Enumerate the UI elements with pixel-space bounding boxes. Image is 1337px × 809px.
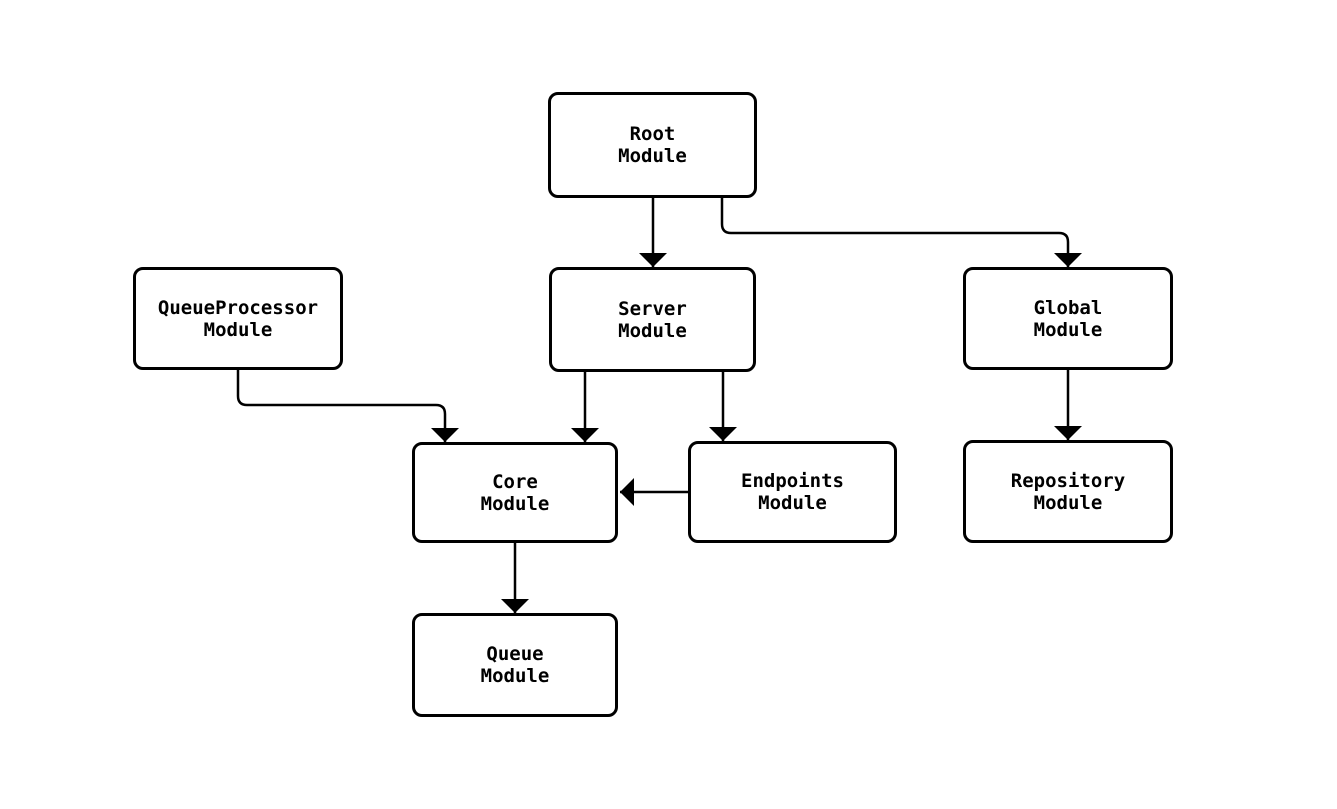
node-label-queueprocessor: QueueProcessor Module <box>157 296 319 341</box>
edge-root-to-global <box>720 198 1082 267</box>
edge-group <box>236 198 1082 613</box>
node-endpoints: Endpoints Module <box>688 441 897 543</box>
node-root: Root Module <box>548 92 757 198</box>
node-server: Server Module <box>549 267 756 372</box>
node-label-endpoints: Endpoints Module <box>741 470 844 514</box>
node-queueprocessor: QueueProcessor Module <box>133 267 343 370</box>
node-queue: Queue Module <box>412 613 618 717</box>
edge-queueprocessor-to-core <box>236 370 459 442</box>
node-label-server: Server Module <box>618 297 687 342</box>
node-label-root: Root Module <box>618 123 687 167</box>
node-global: Global Module <box>963 267 1173 370</box>
node-repository: Repository Module <box>963 440 1173 543</box>
node-label-repository: Repository Module <box>1010 469 1126 514</box>
node-core: Core Module <box>412 442 618 543</box>
node-label-core: Core Module <box>480 470 550 515</box>
node-label-global: Global Module <box>1033 296 1103 341</box>
node-label-queue: Queue Module <box>480 643 550 687</box>
